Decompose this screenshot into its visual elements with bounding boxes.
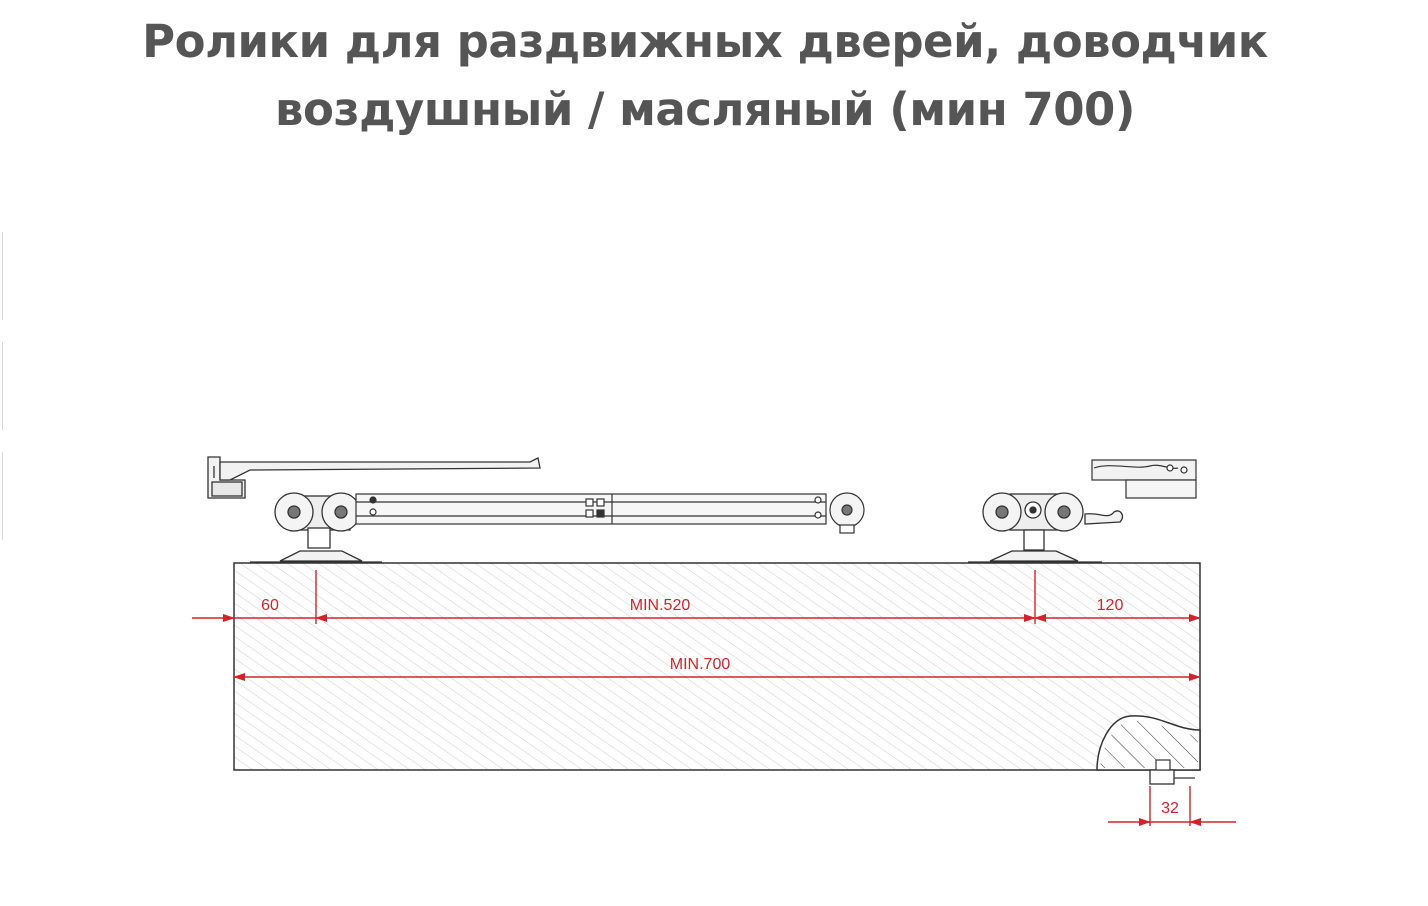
page-title: Ролики для раздвижных дверей, доводчик в… (142, 15, 1268, 136)
left-edge-fragment (0, 452, 3, 540)
left-damper-body (355, 492, 865, 534)
left-edge-fragment (0, 342, 3, 430)
dimension-label-min700: MIN.700 (670, 656, 731, 673)
right-roller-carriage (968, 492, 1124, 563)
dimension-lines (192, 570, 1236, 826)
right-activator-bracket (1091, 459, 1197, 499)
door-panel (233, 562, 1201, 785)
dimension-label-32: 32 (1161, 800, 1179, 817)
left-edge-fragment (0, 232, 3, 320)
dimension-label-min520: MIN.520 (630, 597, 691, 614)
left-damper-bracket (207, 456, 541, 499)
left-roller-carriage (250, 492, 382, 563)
dimension-label-60: 60 (261, 597, 279, 614)
dimension-label-120: 120 (1097, 597, 1124, 614)
